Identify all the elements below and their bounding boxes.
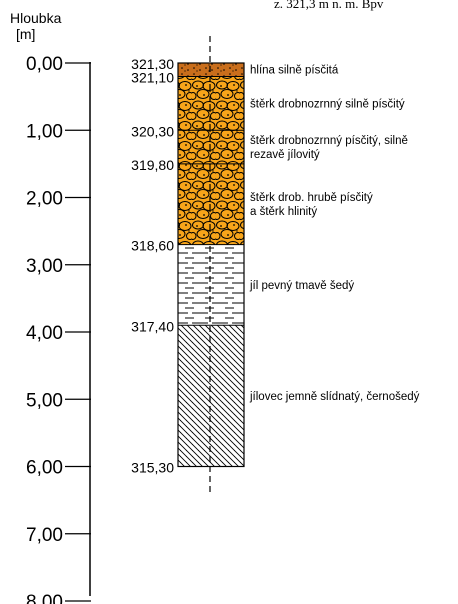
layer-description: štěrk drob. hrubě písčitý [250, 192, 373, 204]
elevation-label: 321,10 [131, 69, 174, 85]
layer-description: štěrk drobnozrnný silně písčitý [250, 98, 405, 110]
bottom-elevation-label: 315,30 [131, 460, 174, 476]
elevation-label: 321,30 [131, 56, 174, 72]
elevation-note: z. 321,3 m n. m. Bpv [274, 0, 384, 11]
depth-tick-label: 2,00 [26, 189, 63, 210]
depth-axis-title: Hloubka [10, 10, 62, 26]
layer-fill [178, 163, 244, 245]
depth-axis-unit: [m] [16, 26, 35, 42]
depth-tick-label: 1,00 [26, 121, 63, 142]
layer-fill [178, 63, 244, 77]
layer-description: štěrk drobnozrnný písčitý, silně [250, 135, 408, 147]
column-outline [177, 62, 245, 468]
depth-tick-label: 4,00 [26, 323, 63, 344]
layer-descriptions: hlína silně písčitá štěrk drobnozrnný sil… [249, 65, 420, 403]
depth-tick-label: 5,00 [26, 390, 63, 411]
layer-description: rezavě jílovitý [250, 149, 320, 161]
layer-column [177, 62, 245, 468]
depth-tick-label: 3,00 [26, 256, 63, 277]
layer-fill [178, 76, 244, 131]
layer-description: hlína silně písčitá [250, 65, 339, 77]
elevation-label: 318,60 [131, 238, 174, 254]
depth-ticks: 0,00 1,00 2,00 3,00 4,00 5,00 6,00 7,00 8,00 [26, 54, 91, 604]
layer-fill [178, 244, 244, 326]
layer-description: jílovec jemně slídnatý, černošedý [249, 391, 420, 403]
layer-description: a štěrk hlinitý [250, 206, 317, 218]
depth-tick-label: 7,00 [26, 525, 63, 546]
depth-tick-label: 6,00 [26, 458, 63, 479]
elevation-label: 320,30 [131, 123, 174, 139]
elevation-label: 319,80 [131, 157, 174, 173]
depth-tick-label: 8,00 [26, 592, 63, 604]
elevation-label: 317,40 [131, 318, 174, 334]
layer-description: jíl pevný tmavě šedý [249, 280, 354, 292]
layer-fill [178, 325, 244, 467]
layer-fill [178, 130, 244, 164]
depth-tick-label: 0,00 [26, 54, 63, 75]
